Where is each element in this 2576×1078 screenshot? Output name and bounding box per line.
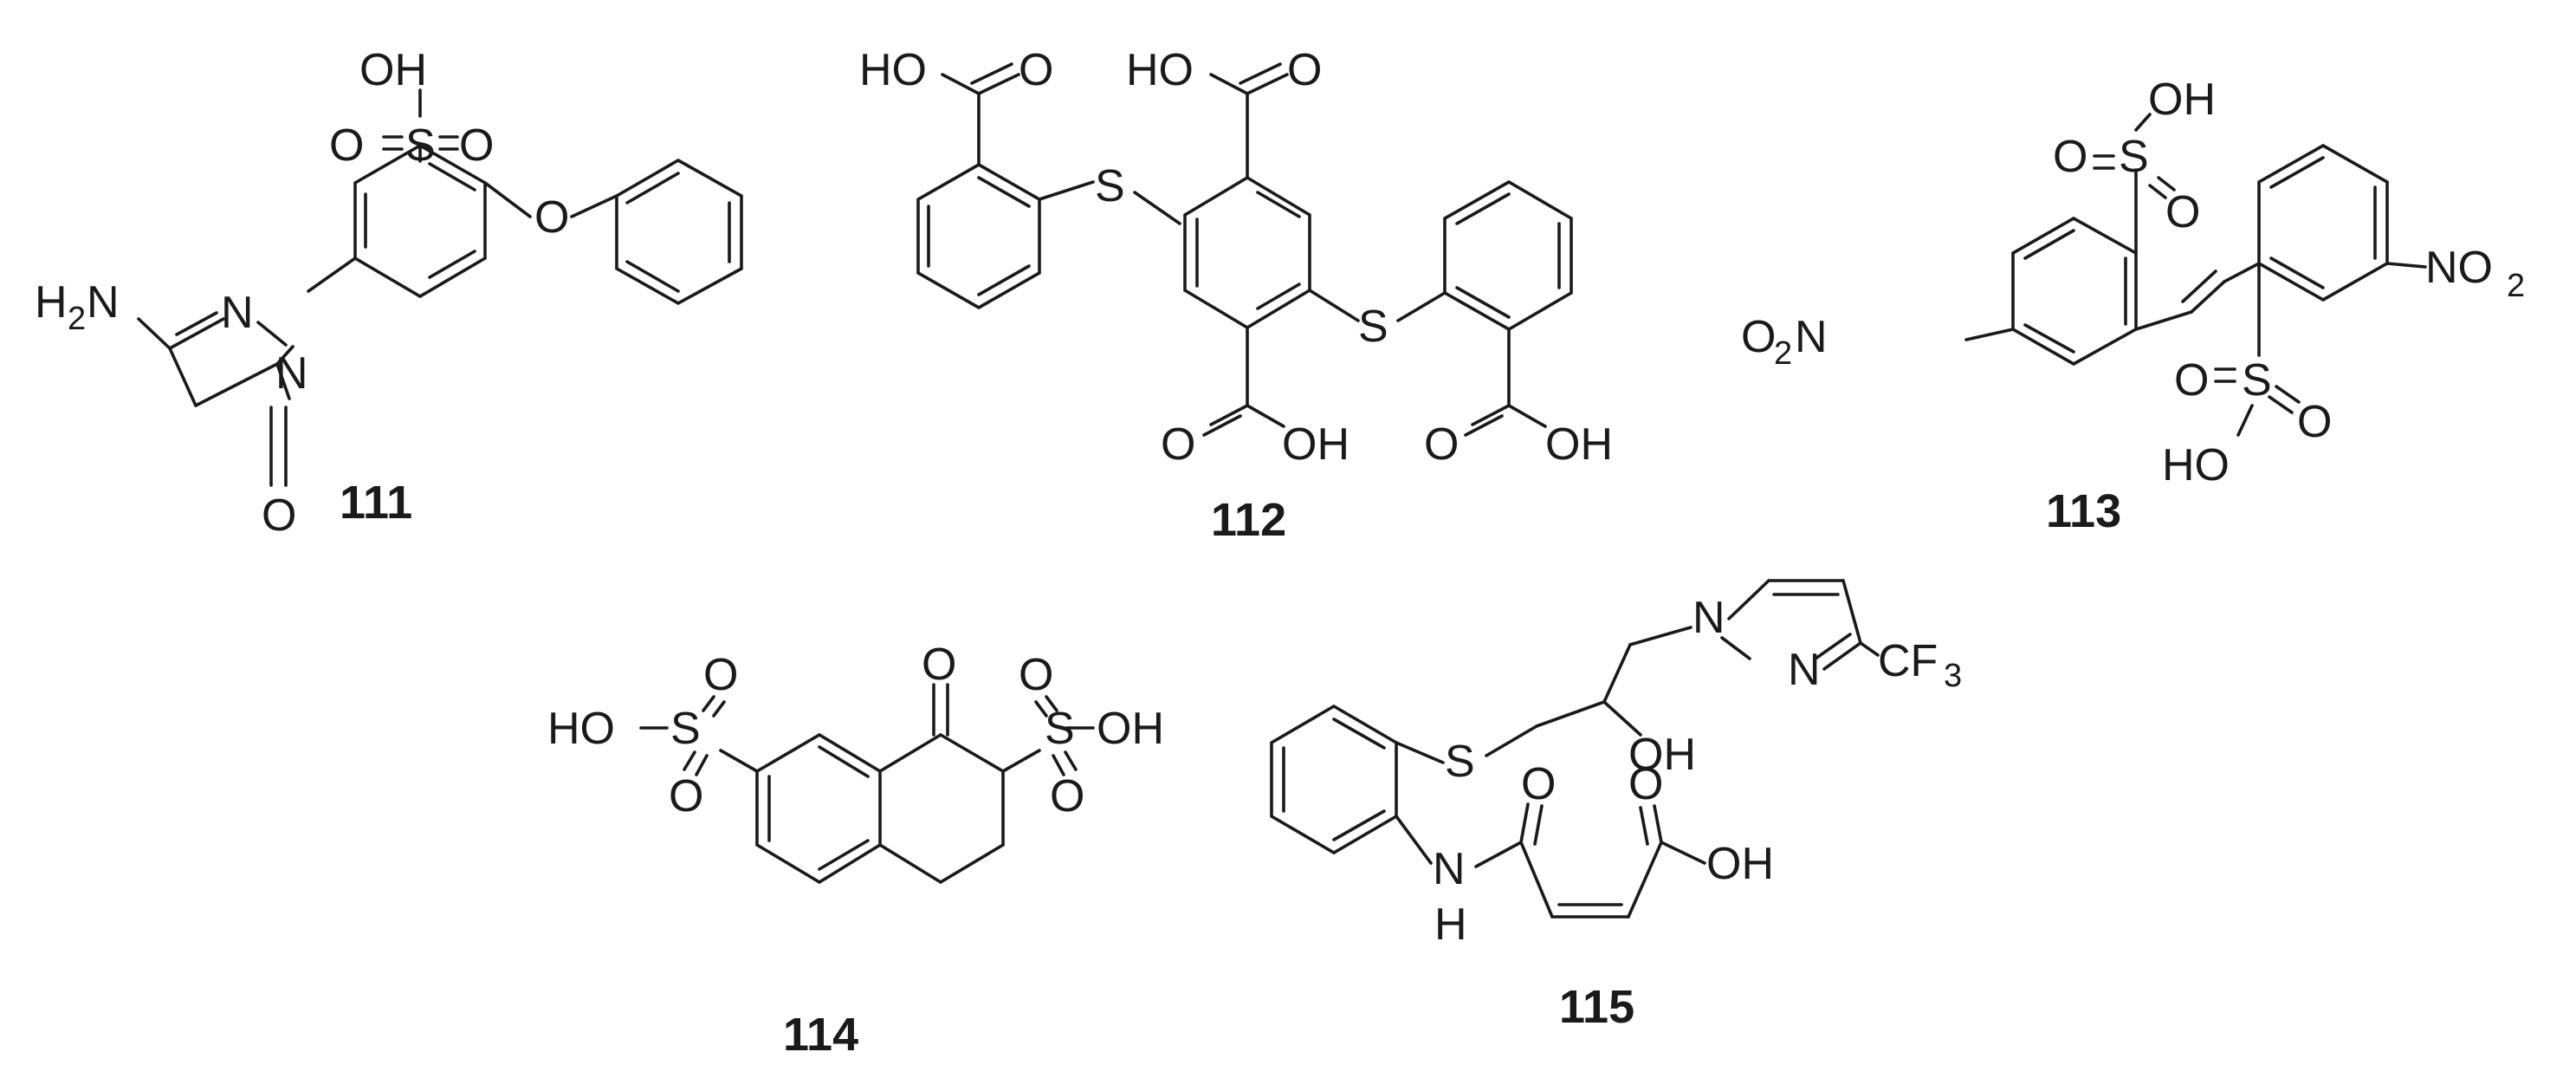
compound-112: HO O HO O S S O OH O OH 112 xyxy=(859,45,1613,546)
atom-label: S xyxy=(1095,161,1125,211)
compound-115-atoms: N N CF 3 S OH O O OH N H xyxy=(1433,593,1962,950)
atom-label: OH xyxy=(1097,704,1164,754)
compound-number: 111 xyxy=(340,477,412,529)
atom-label: N xyxy=(221,288,254,338)
atom-label: OH xyxy=(1545,419,1613,470)
atom-label: S xyxy=(670,704,701,754)
compound-111-atoms: OH O S O O H 2 N N N O xyxy=(35,45,569,541)
compound-111: OH O S O O H 2 N N N O 111 xyxy=(35,45,743,541)
atom-label: O xyxy=(1019,650,1053,700)
compound-number: 113 xyxy=(2046,485,2121,537)
atom-label: O xyxy=(2174,355,2209,406)
atom-label: O xyxy=(1741,312,1776,362)
atom-label: H xyxy=(1434,899,1467,950)
atom-label: O xyxy=(2165,187,2200,237)
atom-label: O xyxy=(1287,45,1322,95)
atom-label: OH xyxy=(1282,419,1349,470)
compound-113-bonds xyxy=(1964,113,2427,437)
atom-label: HO xyxy=(859,45,927,95)
atom-label: OH xyxy=(359,45,427,95)
atom-label: O xyxy=(262,490,296,541)
atom-label: N xyxy=(1788,645,1821,695)
atom-subscript: 3 xyxy=(1944,658,1962,694)
compound-114-bonds xyxy=(639,683,1095,885)
compound-115-bonds xyxy=(1270,579,1880,919)
compound-114: HO S O O O O S OH O 114 xyxy=(547,640,1164,1061)
atom-label: N xyxy=(1433,844,1466,894)
compound-114-atoms: HO S O O O O S OH O xyxy=(547,640,1164,821)
compound-115: N N CF 3 S OH O O OH N H 115 xyxy=(1270,579,1962,1033)
atom-label: S xyxy=(2242,355,2272,406)
atom-label: S xyxy=(1358,302,1388,352)
atom-label: H xyxy=(35,277,68,328)
atom-label: O xyxy=(1161,419,1195,470)
atom-label: O xyxy=(534,192,569,243)
atom-subscript: 2 xyxy=(68,301,86,337)
atom-label: N xyxy=(1693,593,1725,643)
atom-label: N xyxy=(275,348,308,399)
atom-label: O xyxy=(669,771,703,821)
atom-label: HO xyxy=(547,704,615,754)
atom-label: N xyxy=(87,277,120,328)
atom-label: O xyxy=(2297,397,2332,447)
atom-label: S xyxy=(2119,132,2149,182)
atom-label: O xyxy=(1628,759,1663,809)
compound-111-bonds xyxy=(137,88,743,487)
compound-112-bonds xyxy=(916,62,1573,437)
atom-label: O xyxy=(1521,759,1556,809)
atom-label: O xyxy=(703,650,738,700)
atom-label: S xyxy=(1445,737,1475,787)
atom-label: HO xyxy=(1126,45,1194,95)
compound-113-atoms: O S OH O O 2 N NO 2 O S O HO xyxy=(1741,75,2525,490)
atom-label: O xyxy=(459,120,494,171)
compound-number: 115 xyxy=(1559,981,1634,1033)
atom-label: OH xyxy=(1706,839,1774,889)
compound-number: 114 xyxy=(783,1009,858,1061)
compound-112-atoms: HO O HO O S S O OH O OH xyxy=(859,45,1613,470)
compound-113: O S OH O O 2 N NO 2 O S O HO 113 xyxy=(1741,75,2525,537)
atom-label: N xyxy=(1795,312,1828,362)
atom-label: O xyxy=(1050,771,1084,821)
atom-label: S xyxy=(1045,704,1075,754)
compound-number: 112 xyxy=(1211,494,1286,546)
atom-label: S xyxy=(405,120,436,171)
atom-label: O xyxy=(1424,419,1459,470)
atom-label: O xyxy=(2053,132,2087,182)
atom-label: CF xyxy=(1878,636,1938,686)
atom-label: OH xyxy=(1628,730,1696,780)
atom-label: NO xyxy=(2425,243,2493,293)
atom-label: O xyxy=(922,640,956,690)
atom-label: OH xyxy=(2148,75,2216,125)
atom-label: O xyxy=(1019,45,1053,95)
atom-label: HO xyxy=(2162,440,2230,490)
atom-subscript: 2 xyxy=(2507,268,2525,304)
atom-label: O xyxy=(329,120,364,171)
atom-subscript: 2 xyxy=(1774,335,1792,372)
